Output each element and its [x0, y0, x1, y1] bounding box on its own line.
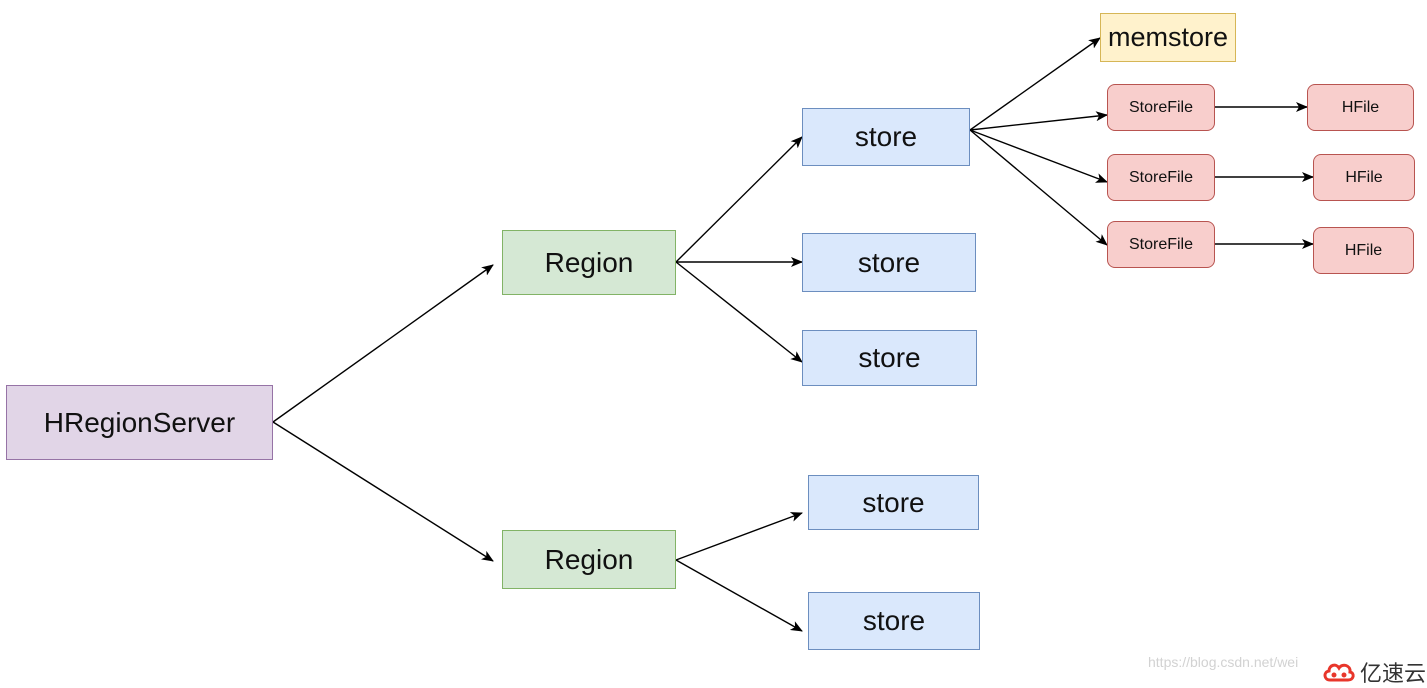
- hfile-node-3: HFile: [1313, 227, 1414, 274]
- storefile-node-3: StoreFile: [1107, 221, 1215, 268]
- arrow-hregionserver-to-region_1: [272, 264, 494, 423]
- arrow-region_2-to-store_5: [675, 559, 803, 632]
- arrow-store_1-to-memstore: [969, 37, 1101, 131]
- store-node-2: store: [802, 233, 976, 292]
- arrow-store_1-to-storefile_1: [969, 111, 1108, 131]
- site-logo: 亿速云: [1322, 656, 1426, 688]
- arrow-region_1-to-store_1: [675, 136, 803, 263]
- memstore-node: memstore: [1100, 13, 1236, 62]
- region-node-1: Region: [502, 230, 676, 295]
- hfile-node-1: HFile: [1307, 84, 1414, 131]
- cloud-logo-icon: [1323, 663, 1355, 682]
- store-node-3: store: [802, 330, 977, 386]
- store-node-5: store: [808, 592, 980, 650]
- storefile-node-1: StoreFile: [1107, 84, 1215, 131]
- storefile-node-2: StoreFile: [1107, 154, 1215, 201]
- hregionserver-node: HRegionServer: [6, 385, 273, 460]
- store-node-1: store: [802, 108, 970, 166]
- store-node-4: store: [808, 475, 979, 530]
- arrow-store_1-to-storefile_2: [969, 129, 1108, 183]
- hfile-node-2: HFile: [1313, 154, 1415, 201]
- watermark-url: https://blog.csdn.net/wei: [1148, 654, 1299, 670]
- logo-text: 亿速云: [1360, 662, 1427, 687]
- region-node-2: Region: [502, 530, 676, 589]
- arrow-region_1-to-store_3: [675, 261, 803, 363]
- arrow-hregionserver-to-region_2: [272, 421, 494, 562]
- arrow-store_1-to-storefile_3: [969, 129, 1108, 246]
- arrow-region_2-to-store_4: [675, 512, 803, 561]
